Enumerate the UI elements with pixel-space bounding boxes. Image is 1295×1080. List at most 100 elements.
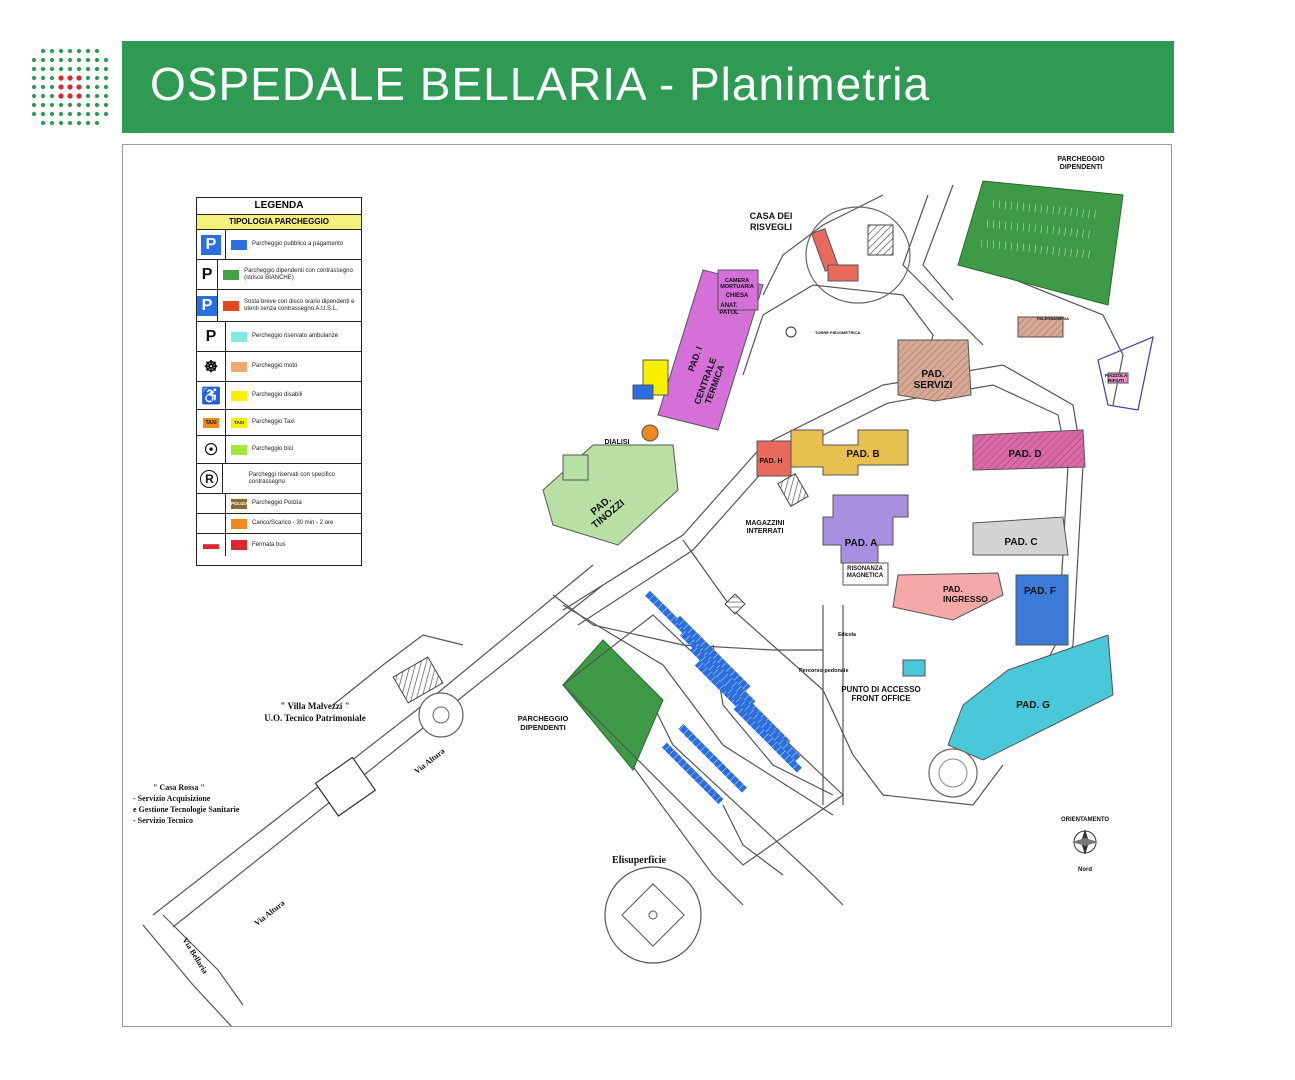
label-anat-patol: ANAT.PATOL bbox=[719, 303, 739, 316]
logo-dot bbox=[40, 102, 46, 108]
label-risonanza-magnetica-line: MAGNETICA bbox=[847, 573, 884, 579]
label-via-altura-1: Via Altura bbox=[413, 746, 447, 775]
legend-swatch bbox=[231, 540, 247, 550]
logo-dot bbox=[67, 66, 73, 72]
logo-dot bbox=[31, 84, 37, 90]
legend-item-label: Parcheggio Polizia bbox=[252, 500, 302, 506]
logo-dot bbox=[49, 93, 55, 99]
logo-dot bbox=[76, 93, 82, 99]
logo-dot bbox=[103, 111, 109, 117]
legend-swatch bbox=[231, 239, 247, 250]
label-orientamento: ORIENTAMENTO bbox=[1061, 817, 1109, 823]
road-via-bellaria-edge bbox=[162, 914, 244, 1006]
logo-dot bbox=[76, 48, 82, 54]
logo-dot bbox=[85, 48, 91, 54]
logo-dot bbox=[58, 75, 64, 81]
label-piazzola-rifiuti-line: PIAZZOLA bbox=[1105, 373, 1128, 378]
logo-dot bbox=[85, 120, 91, 126]
logo-dot bbox=[31, 75, 37, 81]
logo-dot bbox=[67, 93, 73, 99]
legend-swatch bbox=[223, 300, 239, 311]
logo-dot bbox=[58, 66, 64, 72]
logo-dot bbox=[67, 102, 73, 108]
label-pad-c-line: PAD. C bbox=[1004, 537, 1037, 548]
logo-dot bbox=[94, 75, 100, 81]
legend-title: LEGENDA bbox=[197, 198, 361, 215]
taxi-icon: TAXI bbox=[197, 410, 226, 435]
logo-dot bbox=[40, 93, 46, 99]
legend-item: ☉Parcheggio bici bbox=[197, 436, 361, 464]
label-falegnameria-line: FALEGNAMERIA bbox=[1037, 316, 1069, 321]
logo-dot-grid bbox=[28, 45, 109, 129]
legend-swatch bbox=[223, 269, 240, 280]
label-chiesa-line: CHIESA bbox=[726, 293, 749, 299]
parking-disc-icon: P bbox=[197, 290, 218, 321]
label-via-bellaria: Via Bellaria bbox=[180, 936, 209, 975]
logo-dot bbox=[67, 120, 73, 126]
logo-dot bbox=[31, 111, 37, 117]
dot-grid-logo-icon bbox=[31, 48, 109, 126]
label-pad-ingresso-line: INGRESSO bbox=[943, 594, 988, 604]
label-piazzola-rifiuti-line: RIFIUTI bbox=[1108, 378, 1124, 383]
logo-dot bbox=[31, 57, 37, 63]
bus-icon: ▬ bbox=[197, 534, 226, 556]
logo-dot bbox=[49, 48, 55, 54]
logo-dot bbox=[76, 102, 82, 108]
road-via-altura bbox=[152, 564, 594, 916]
legend-swatch bbox=[231, 518, 247, 529]
logo-dot bbox=[85, 75, 91, 81]
pad-i-complex bbox=[632, 269, 764, 431]
motorcycle-icon: ☸ bbox=[197, 352, 226, 381]
logo-dot bbox=[94, 93, 100, 99]
logo-dot bbox=[94, 66, 100, 72]
legend-item-label: Parcheggio pubblico a pagamento bbox=[252, 241, 344, 247]
logo-dot bbox=[85, 57, 91, 63]
logo-dot bbox=[58, 102, 64, 108]
label-casa-rossa-line: " Casa Rossa " bbox=[153, 783, 205, 792]
label-casa-rossa-line: - Servizio Tecnico bbox=[133, 816, 193, 825]
staff-parking-top bbox=[957, 180, 1124, 306]
page-title: OSPEDALE BELLARIA - Planimetria bbox=[150, 58, 931, 110]
police-icon bbox=[197, 494, 226, 513]
punto-accesso-marker bbox=[902, 659, 926, 677]
pad-c-building bbox=[972, 516, 1069, 556]
label-camera-mortuaria-line: CAMERA bbox=[725, 278, 749, 284]
falegnameria-area bbox=[1017, 316, 1154, 411]
logo-dot bbox=[58, 120, 64, 126]
casa-rossa-building bbox=[314, 756, 377, 817]
legend-item: ♿Parcheggio disabili bbox=[197, 382, 361, 410]
label-edicola: Edicola bbox=[838, 632, 856, 638]
logo-dot bbox=[103, 75, 109, 81]
pad-f-building bbox=[1015, 574, 1069, 646]
logo-dot bbox=[103, 102, 109, 108]
label-percorso-pedonale-line: Percorso pedonale bbox=[799, 668, 849, 674]
logo-dot bbox=[58, 93, 64, 99]
label-parcheggio-dipendenti-mid-line: DIPENDENTI bbox=[520, 723, 565, 732]
label-pad-b-line: PAD. B bbox=[846, 449, 879, 460]
label-pad-c: PAD. C bbox=[1004, 537, 1037, 548]
label-pad-h: PAD. H bbox=[759, 458, 782, 465]
road-via-altura-edge bbox=[172, 584, 604, 928]
label-pad-ingresso: PAD.INGRESSO bbox=[943, 584, 988, 604]
logo-dot bbox=[58, 57, 64, 63]
pad-tinozzi-building bbox=[542, 424, 679, 546]
label-pad-f-line: PAD. F bbox=[1024, 586, 1056, 597]
label-camera-mortuaria-line: MORTUARIA bbox=[720, 284, 754, 290]
logo-dot bbox=[76, 84, 82, 90]
logo-dot bbox=[85, 84, 91, 90]
road-via-bellaria bbox=[142, 924, 232, 1026]
logo-dot bbox=[94, 111, 100, 117]
logo-dot bbox=[31, 66, 37, 72]
label-casa-rossa-line: - Servizio Acquisizione bbox=[133, 794, 211, 803]
